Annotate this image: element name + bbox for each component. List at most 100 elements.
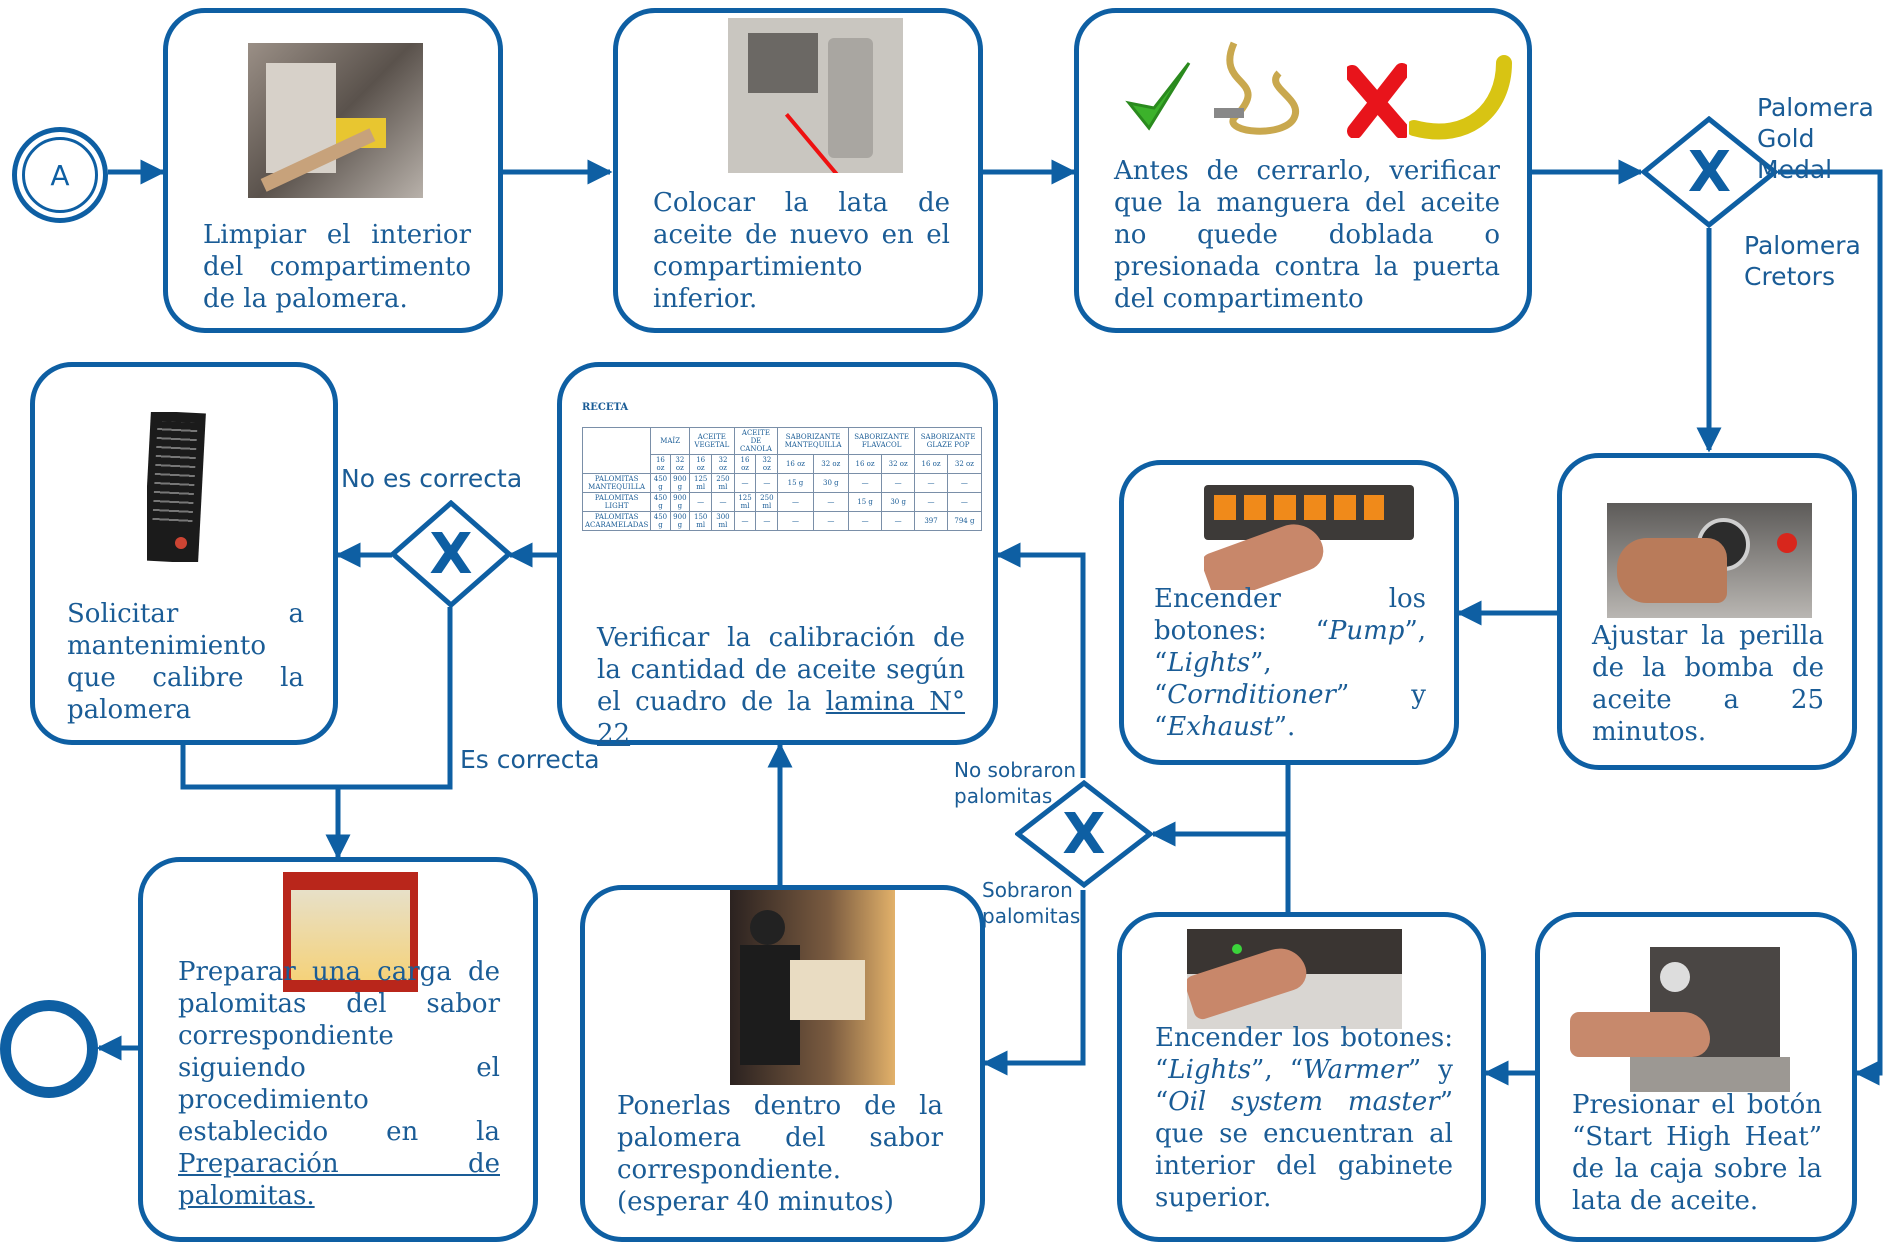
recipe-group-header: SABORIZANTE MANTEQUILLA xyxy=(777,427,850,455)
recipe-size-header: 16 oz xyxy=(650,454,671,474)
edge-gw2-s11 xyxy=(325,607,453,860)
recipe-cell: — xyxy=(711,492,735,512)
step-place-popcorn-text: Ponerlas dentro de la palomera del sabor… xyxy=(617,1091,943,1217)
gateway-calibration-check-symbol: X xyxy=(429,521,473,587)
step-press-start-high-heat-text: Presionar el botón “Start High Heat” de … xyxy=(1572,1090,1822,1216)
recipe-cell: 450 g xyxy=(650,511,671,531)
step-turn-on-pump-buttons: Encender los botones: “Pump”, “Lights”, … xyxy=(1119,460,1459,765)
recipe-cell: — xyxy=(914,492,948,512)
recipe-cell: 150 ml xyxy=(689,511,713,531)
recipe-cell: — xyxy=(881,473,916,493)
recipe-size-header: 32 oz xyxy=(669,454,691,474)
photo-popcorn-cart xyxy=(283,872,418,992)
label-cretors: Palomera Cretors xyxy=(1744,231,1861,291)
recipe-cell: 125 ml xyxy=(689,473,713,493)
recipe-cell: — xyxy=(777,492,814,512)
photo-worker-popcorn xyxy=(730,890,895,1085)
label-sobraron: Sobraron palomitas xyxy=(982,878,1081,928)
recipe-cell: 30 g xyxy=(812,473,850,493)
photo-popcorn-machine-interior xyxy=(248,43,423,198)
link-preparacion-palomitas[interactable]: Preparación de palomitas. xyxy=(178,1149,500,1211)
recipe-row-name: PALOMITAS ACARAMELADAS xyxy=(581,511,652,531)
recipe-cell: 794 g xyxy=(946,511,983,531)
recipe-size-header: 32 oz xyxy=(812,454,850,474)
recipe-size-header: 16 oz xyxy=(689,454,713,474)
step-request-maintenance: Solicitar a mantenimiento que calibre la… xyxy=(30,362,338,745)
recipe-cell: — xyxy=(812,492,850,512)
edge-s5-gw3 xyxy=(1150,765,1291,847)
recipe-cell: 15 g xyxy=(777,473,814,493)
recipe-cell: 450 g xyxy=(650,492,671,512)
recipe-cell: 450 g xyxy=(650,473,671,493)
recipe-size-header: 32 oz xyxy=(881,454,916,474)
end-event xyxy=(0,1000,98,1098)
label-es-correcta: Es correcta xyxy=(460,745,600,774)
photo-cabinet-buttons xyxy=(1187,929,1402,1029)
recipe-size-header: 32 oz xyxy=(755,454,779,474)
step-clean-interior-text: Limpiar el interior del compartimento de… xyxy=(203,220,471,314)
step-adjust-pump-knob: Ajustar la perilla de la bomba de aceite… xyxy=(1557,453,1857,770)
check-icon xyxy=(1125,62,1191,131)
recipe-cell: 125 ml xyxy=(733,492,757,512)
recipe-cell: 900 g xyxy=(669,492,691,512)
edge-s7-s11 xyxy=(180,745,338,790)
recipe-size-header: 16 oz xyxy=(777,454,814,474)
recipe-cell: — xyxy=(689,492,713,512)
step-turn-on-pump-buttons-text: Encender los botones: “Pump”, “Lights”, … xyxy=(1154,584,1426,742)
recipe-cell: 250 ml xyxy=(711,473,735,493)
recipe-cell: — xyxy=(755,473,779,493)
recipe-cell: — xyxy=(733,511,757,531)
gateway-leftover-popcorn: X xyxy=(1015,780,1153,888)
photo-oil-can-compartment xyxy=(728,18,903,173)
recipe-title: RECETA xyxy=(582,402,629,413)
recipe-cell: — xyxy=(946,492,983,512)
start-event: A xyxy=(12,127,108,223)
step-verify-calibration-text: Verificar la calibración de la cantidad … xyxy=(597,623,966,749)
step-turn-on-warmer-buttons: Encender los botones: “Lights”, “Warmer”… xyxy=(1117,912,1486,1242)
photo-calibration-card xyxy=(147,412,207,562)
recipe-cell: — xyxy=(755,511,779,531)
recipe-group-header: ACEITE VEGETAL xyxy=(689,427,735,455)
label-gold-medal: Palomera Gold Medal xyxy=(1757,93,1874,184)
step-place-oil-can: Colocar la lata de aceite de nuevo en el… xyxy=(613,8,983,333)
step-request-maintenance-text: Solicitar a mantenimiento que calibre la… xyxy=(67,599,304,725)
gateway-palomera-type: X xyxy=(1641,116,1778,228)
gateway-calibration-check: X xyxy=(390,500,512,608)
step-turn-on-warmer-buttons-text: Encender los botones: “Lights”, “Warmer”… xyxy=(1155,1023,1453,1213)
link-lamina-22[interactable]: lamina N° 22 xyxy=(597,687,966,749)
recipe-cell: — xyxy=(881,511,916,531)
recipe-cell: 397 xyxy=(914,511,948,531)
hose-bent-icon xyxy=(1409,55,1512,140)
gateway-leftover-popcorn-symbol: X xyxy=(1062,801,1106,867)
recipe-size-header: 32 oz xyxy=(711,454,735,474)
photo-pump-knob xyxy=(1607,503,1812,618)
recipe-cell: — xyxy=(848,473,883,493)
start-event-label: A xyxy=(50,158,70,192)
edge-gw3-s6 xyxy=(995,542,1086,778)
recipe-cell: — xyxy=(733,473,757,493)
recipe-group-header: SABORIZANTE FLAVACOL xyxy=(848,427,916,455)
recipe-group-header: SABORIZANTE GLAZE POP xyxy=(914,427,982,455)
cross-icon xyxy=(1347,63,1407,138)
recipe-size-header: 32 oz xyxy=(946,454,983,474)
step-clean-interior: Limpiar el interior del compartimento de… xyxy=(163,8,503,333)
step-verify-hose: Antes de cerrarlo, verificar que la mang… xyxy=(1074,8,1532,333)
recipe-cell: — xyxy=(812,511,850,531)
recipe-cell: 15 g xyxy=(848,492,883,512)
recipe-group-header: ACEITE DE CANOLA xyxy=(733,427,779,455)
step-adjust-pump-knob-text: Ajustar la perilla de la bomba de aceite… xyxy=(1592,621,1824,747)
recipe-row-name: PALOMITAS MANTEQUILLA xyxy=(581,473,652,493)
label-no-sobraron: No sobraron palomitas xyxy=(954,758,1077,808)
step-prepare-popcorn-text: Preparar una carga de palomitas del sabo… xyxy=(178,957,500,1211)
recipe-cell: 250 ml xyxy=(755,492,779,512)
recipe-cell: — xyxy=(914,473,948,493)
recipe-row-name: PALOMITAS LIGHT xyxy=(581,492,652,512)
recipe-size-header: 16 oz xyxy=(733,454,757,474)
